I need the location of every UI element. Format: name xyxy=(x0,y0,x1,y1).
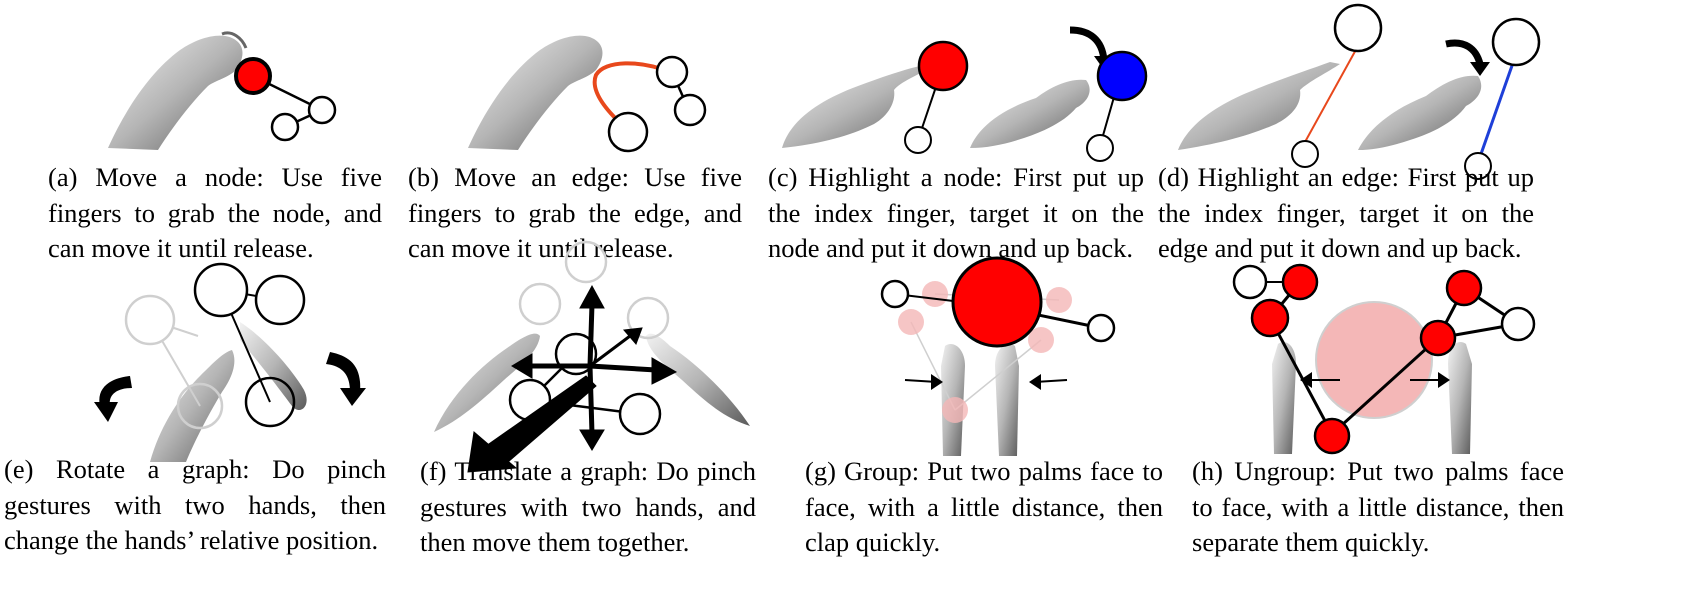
hand-grab-icon xyxy=(468,35,603,150)
node-faded xyxy=(518,282,562,326)
caption-b: (b) Move an edge: Use five fingers to gr… xyxy=(408,160,742,267)
panel-f: (f) Translate a graph: Do pinch gestures… xyxy=(420,236,780,604)
node-blue xyxy=(1096,50,1148,102)
panel-h-illustration xyxy=(1232,263,1536,455)
node xyxy=(1491,17,1541,67)
node-red xyxy=(1445,269,1483,307)
node-faded xyxy=(626,296,670,340)
node xyxy=(673,93,707,127)
curved-arrow-icon xyxy=(1445,39,1484,66)
node xyxy=(254,274,306,326)
node xyxy=(1464,152,1492,180)
panel-h: (h) Ungroup: Put two palms face to face,… xyxy=(1190,256,1680,604)
caption-text: (d) Highlight an edge: First put up the … xyxy=(1158,162,1534,263)
caption-text: (b) Move an edge: Use five fingers to gr… xyxy=(408,162,742,263)
caption-e: (e) Rotate a graph: Do pinch gestures wi… xyxy=(4,452,386,559)
node xyxy=(270,112,300,142)
panel-e-illustration xyxy=(94,262,366,462)
node xyxy=(1500,306,1536,342)
panel-b-illustration xyxy=(468,35,707,153)
node xyxy=(1333,3,1383,53)
move-arrows-icon xyxy=(467,284,678,473)
caption-text: (g) Group: Put two palms face to face, w… xyxy=(805,456,1163,557)
panel-c-illustration xyxy=(782,26,1148,162)
pointing-hand-icon xyxy=(1358,75,1482,150)
curved-arrow-icon xyxy=(1069,26,1108,61)
pointing-hand-icon xyxy=(782,66,930,148)
panel-g-illustration xyxy=(880,256,1116,456)
panel-f-illustration xyxy=(434,240,750,473)
node-pink xyxy=(942,397,968,423)
caption-g: (g) Group: Put two palms face to face, w… xyxy=(805,454,1163,561)
node xyxy=(618,392,662,436)
node-red xyxy=(1419,319,1457,357)
arrow-right-icon xyxy=(904,374,943,390)
edge-blue xyxy=(1479,59,1516,155)
caption-d: (d) Highlight an edge: First put up the … xyxy=(1158,160,1534,267)
node xyxy=(880,279,910,309)
node-pink xyxy=(922,281,948,307)
arrow-left-icon xyxy=(1029,374,1068,390)
edge-orange xyxy=(1304,45,1359,143)
node-red xyxy=(234,57,272,95)
node-red xyxy=(951,256,1043,348)
caption-text: (c) Highlight a node: First put up the i… xyxy=(768,162,1144,263)
pinch-hand-icon xyxy=(434,333,750,432)
group-circle xyxy=(1315,301,1433,419)
hand-grab-icon xyxy=(108,31,248,150)
node xyxy=(1086,313,1116,343)
edge xyxy=(1268,317,1334,435)
edge-orange xyxy=(592,61,671,132)
arrow-left-icon xyxy=(1300,372,1340,388)
panel-e: (e) Rotate a graph: Do pinch gestures wi… xyxy=(0,262,400,604)
node xyxy=(1232,264,1268,300)
caption-f: (f) Translate a graph: Do pinch gestures… xyxy=(420,454,756,561)
panel-a-illustration xyxy=(108,31,337,150)
arrow-right-icon xyxy=(1410,372,1450,388)
node-red xyxy=(917,40,969,92)
node xyxy=(244,376,296,428)
caption-text: (h) Ungroup: Put two palms face to face,… xyxy=(1192,456,1564,557)
caption-text: (a) Move a node: Use five fingers to gra… xyxy=(48,162,382,263)
node-faded xyxy=(564,240,608,284)
edge xyxy=(1330,336,1440,436)
caption-text: (f) Translate a graph: Do pinch gestures… xyxy=(420,456,756,557)
arrow-head xyxy=(1470,62,1490,76)
node xyxy=(1086,134,1114,162)
node xyxy=(904,126,932,154)
node-pink xyxy=(1046,287,1072,313)
caption-text: (e) Rotate a graph: Do pinch gestures wi… xyxy=(4,454,386,555)
node-red xyxy=(1281,263,1319,301)
node-faded xyxy=(176,382,224,430)
node-red xyxy=(1313,417,1351,455)
pinch-hand-icon xyxy=(150,322,307,462)
pointing-hand-icon xyxy=(970,79,1090,148)
node-pink xyxy=(898,309,924,335)
node-pink xyxy=(1028,327,1054,353)
caption-a: (a) Move a node: Use five fingers to gra… xyxy=(48,160,382,267)
edge-faded xyxy=(910,321,956,411)
node xyxy=(655,55,689,89)
pointing-hand-icon xyxy=(1178,62,1340,150)
panel-d-illustration xyxy=(1178,3,1541,180)
panel-b: (b) Move an edge: Use five fingers to gr… xyxy=(400,20,750,263)
caption-c: (c) Highlight a node: First put up the i… xyxy=(768,160,1144,267)
panel-g: (g) Group: Put two palms face to face, w… xyxy=(805,256,1170,604)
panel-a: (a) Move a node: Use five fingers to gra… xyxy=(40,20,390,263)
caption-h: (h) Ungroup: Put two palms face to face,… xyxy=(1192,454,1564,561)
panel-d: (d) Highlight an edge: First put up the … xyxy=(1158,3,1678,263)
panel-c: (c) Highlight a node: First put up the i… xyxy=(768,20,1150,263)
node xyxy=(1291,140,1319,168)
node-red xyxy=(1250,298,1290,338)
node xyxy=(307,95,337,125)
edge-faded xyxy=(954,339,1042,411)
palms-separate-icon xyxy=(1272,342,1472,454)
node xyxy=(607,111,649,153)
node-faded xyxy=(124,294,176,346)
rotate-arrow-icon xyxy=(94,352,366,422)
node xyxy=(193,262,249,318)
